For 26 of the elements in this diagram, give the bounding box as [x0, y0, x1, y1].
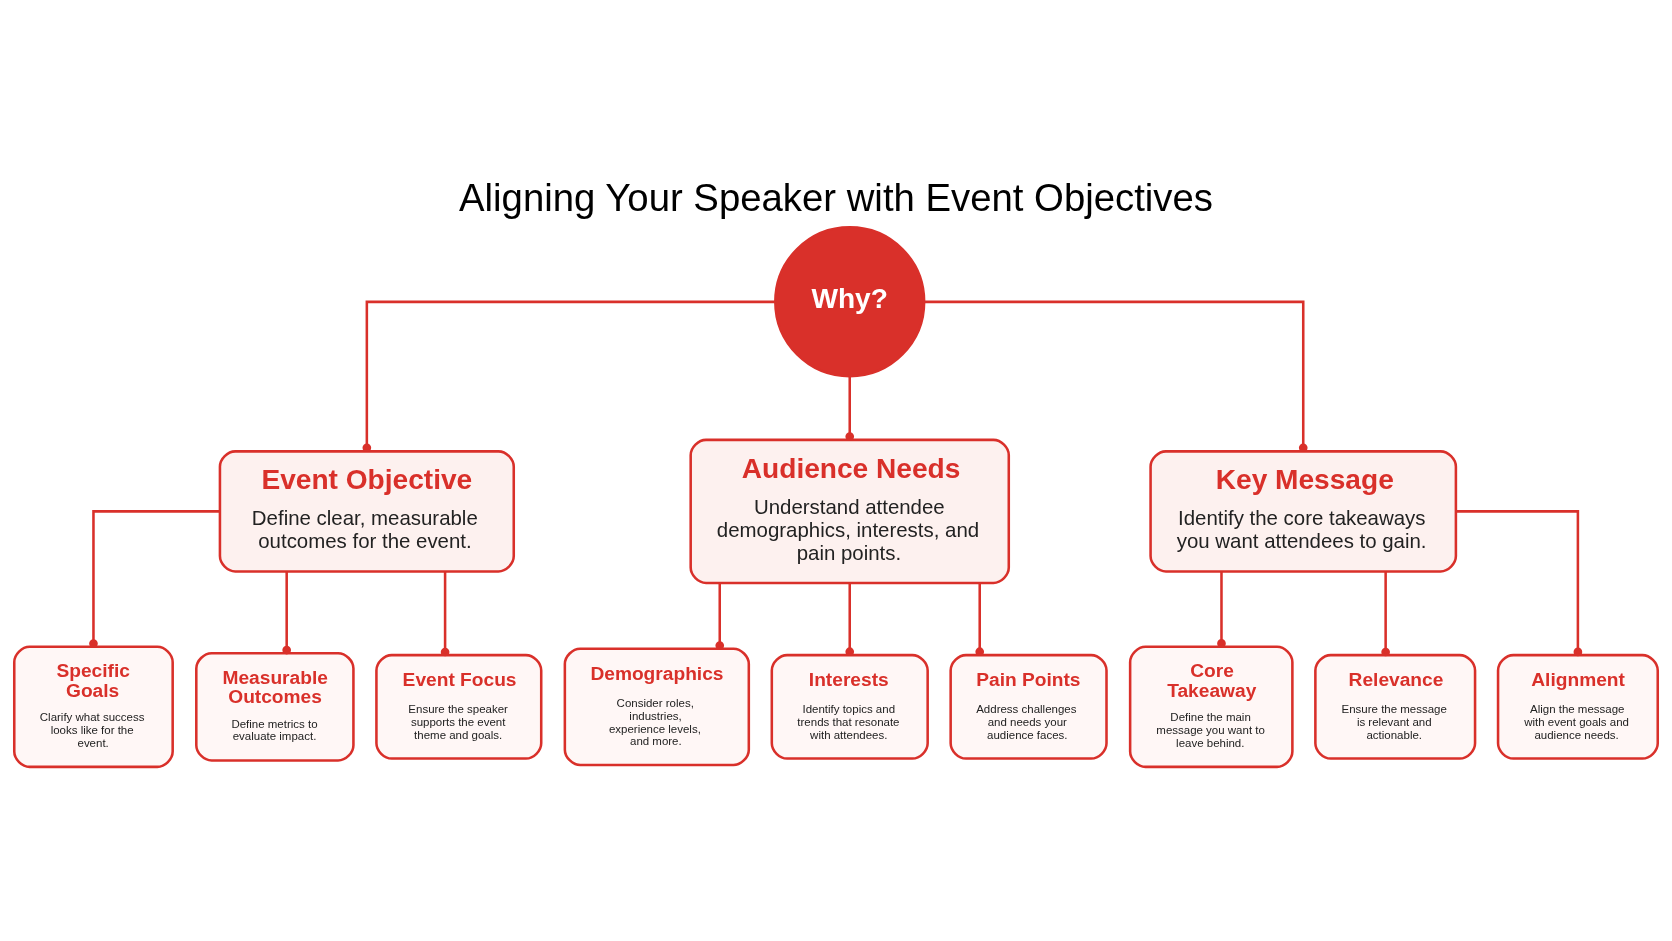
connector	[362, 300, 776, 452]
node-box: Relevance Ensure the message is relevant and actionable.	[1314, 653, 1477, 760]
node-box: Audience Needs Understand attendee demographics, interests, and pain points.	[689, 438, 1011, 584]
connector	[845, 375, 855, 441]
node-box: Measurable Outcomes Define metrics to evaluate impact.	[195, 651, 355, 762]
node-circle: Why?	[774, 225, 926, 377]
connector	[1217, 571, 1226, 648]
node-box: Pain Points Address challenges and needs your audience faces.	[949, 653, 1108, 760]
connector	[715, 582, 725, 650]
connector	[1381, 571, 1390, 656]
node-box: Specific Goals Clarify what success looks like for the event.	[13, 645, 174, 768]
connector	[845, 582, 855, 656]
node-box: Interests Identify topics and trends that resonate with attendees.	[770, 653, 929, 760]
connector	[89, 509, 220, 648]
node-box: Key Message Identify the core takeaways you want attendees to gain.	[1149, 449, 1458, 573]
connector	[924, 300, 1308, 452]
connector	[440, 571, 450, 656]
node-box: Demographics Consider roles, industries, experience levels, and more.	[563, 646, 751, 766]
node-box: Core Takeaway Define the main message you want to leave behind.	[1128, 645, 1294, 768]
node-box: Event Objective Define clear, measurable outcomes for the event.	[218, 449, 516, 573]
connector	[282, 571, 292, 654]
node-box: Event Focus Ensure the speaker supports the event theme and goals.	[375, 653, 543, 760]
node-box: Alignment Align the message with event goals and audience needs.	[1496, 653, 1659, 760]
connector	[1456, 509, 1583, 656]
connector	[975, 582, 985, 656]
diagram-title: Aligning Your Speaker with Event Objectives	[459, 175, 1213, 219]
